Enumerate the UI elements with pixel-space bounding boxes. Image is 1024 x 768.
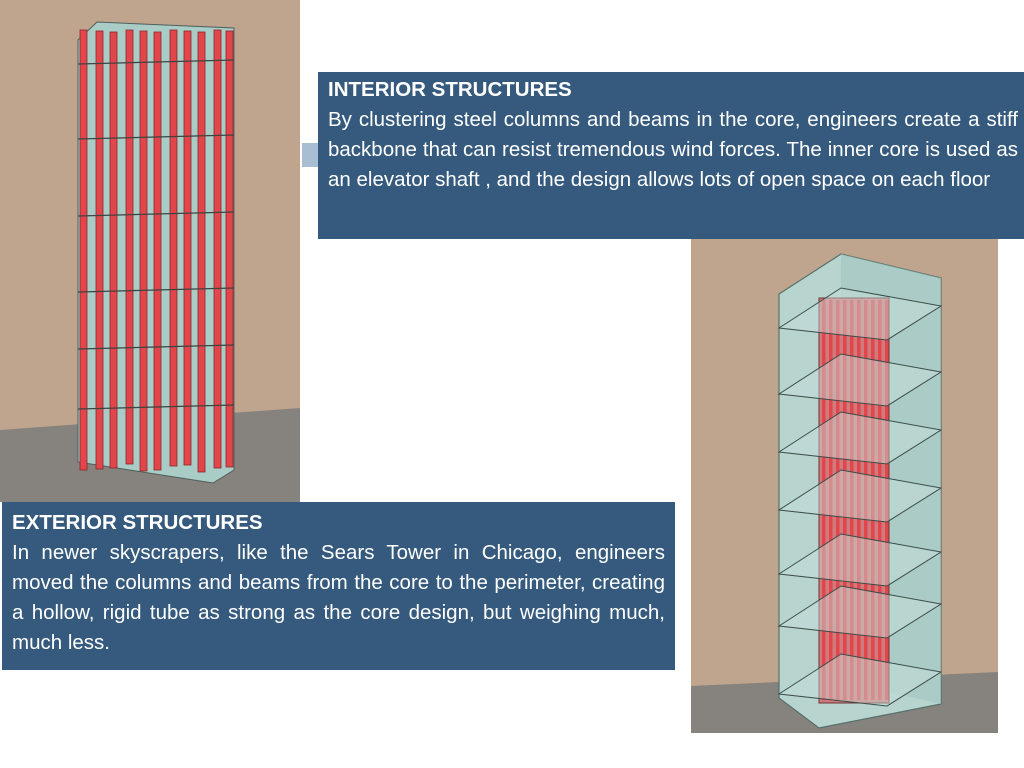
exterior-structures-body: In newer skyscrapers, like the Sears Tow… <box>12 541 665 654</box>
exterior-structures-caption: EXTERIOR STRUCTURES In newer skyscrapers… <box>2 502 675 670</box>
core-tower-illustration <box>691 236 998 733</box>
exterior-tower-illustration <box>0 0 300 502</box>
connector-mark <box>302 143 318 167</box>
interior-structures-title: INTERIOR STRUCTURES <box>328 78 572 101</box>
exterior-structures-title: EXTERIOR STRUCTURES <box>12 511 263 534</box>
interior-structures-body: By clustering steel columns and beams in… <box>328 108 1018 191</box>
interior-structures-caption: INTERIOR STRUCTURES By clustering steel … <box>318 72 1024 239</box>
